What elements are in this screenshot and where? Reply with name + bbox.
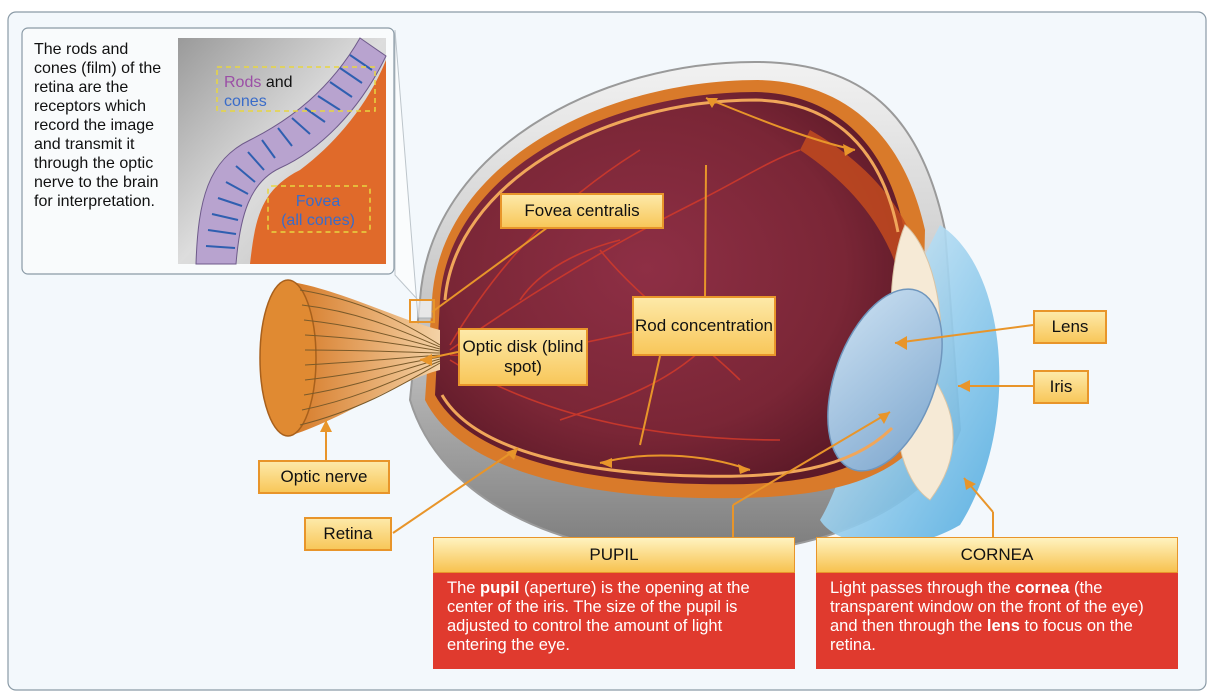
rods-word: Rods <box>224 74 262 91</box>
label-retina: Retina <box>304 517 392 551</box>
inset-retina-band <box>195 37 387 265</box>
retina-line <box>443 98 900 301</box>
cornea-text-1: Light passes through the <box>830 579 1016 597</box>
arrowheads <box>320 98 976 490</box>
ciliary-body <box>800 130 925 300</box>
optic-nerve-shape <box>292 282 440 435</box>
label-rod-concentration: Rod concentration <box>632 296 776 356</box>
fovea-line2: (all cones) <box>281 212 355 229</box>
fovea-line1: Fovea <box>295 193 341 210</box>
inset-fovea-label: Fovea (all cones) <box>268 192 368 230</box>
cornea-text-bold-1: cornea <box>1015 579 1070 597</box>
cornea-text-2: (the transparent window on the front of … <box>830 579 1144 635</box>
lens-shape <box>827 288 943 472</box>
inset-rods-cones-label: Rods and cones <box>224 73 293 111</box>
pupil-title: PUPIL <box>433 537 795 573</box>
inset-cells <box>205 54 373 249</box>
rods-cones-dashed-box <box>216 66 376 112</box>
leader-lines <box>325 97 1034 538</box>
fovea-dashed-box <box>267 185 371 233</box>
cornea-description: Light passes through the cornea (the tra… <box>816 573 1178 669</box>
label-optic-nerve: Optic nerve <box>258 460 390 494</box>
pupil-description: The pupil (aperture) is the opening at t… <box>433 573 795 669</box>
pupil-text-1: The <box>447 579 481 597</box>
eye-interior <box>435 92 905 485</box>
label-optic-disk: Optic disk (blind spot) <box>458 328 588 386</box>
pupil-text-2: (aperture) is the opening at the center … <box>447 579 750 654</box>
and-word: and <box>265 74 293 91</box>
cornea-text-3: to focus on the retina. <box>830 617 1133 654</box>
pupil-text-bold: pupil <box>480 579 520 597</box>
label-lens: Lens <box>1033 310 1107 344</box>
cornea-text-bold-2: lens <box>986 617 1020 635</box>
label-fovea-centralis: Fovea centralis <box>500 193 664 229</box>
inset-description: The rods and cones (film) of the retina … <box>34 41 162 210</box>
inset-orange-region <box>250 60 386 264</box>
optic-nerve-end <box>259 279 317 437</box>
cones-word: cones <box>224 93 267 110</box>
cornea-title: CORNEA <box>816 537 1178 573</box>
label-iris: Iris <box>1033 370 1089 404</box>
nerve-fibers <box>299 289 441 426</box>
retina-line-lower <box>440 394 894 478</box>
